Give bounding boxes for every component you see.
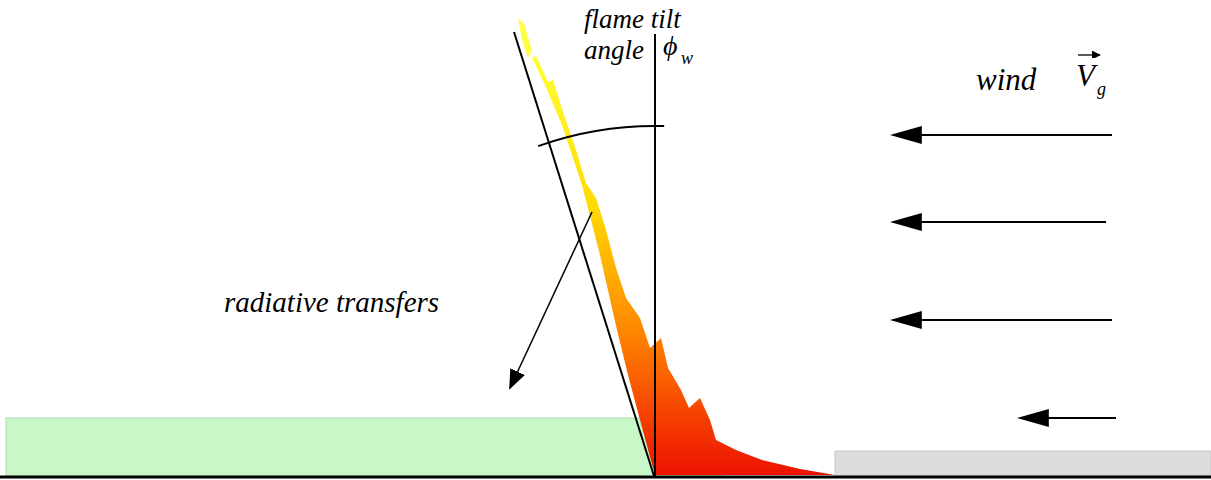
label-text: V	[1076, 58, 1095, 93]
label-text: wind	[976, 62, 1036, 97]
vector-subscript: g	[1097, 80, 1106, 98]
label-text: g	[1097, 79, 1106, 99]
wind-arrow	[893, 134, 1112, 136]
label-text: ϕ	[663, 30, 678, 61]
flame	[532, 56, 835, 475]
angle-arc	[538, 126, 664, 146]
unburnt-fuel	[6, 418, 653, 476]
wind-arrow	[893, 319, 1112, 321]
label-text: radiative transfers	[224, 286, 439, 318]
label-text: w	[681, 48, 693, 68]
wind-arrow	[1020, 417, 1116, 419]
ground-line	[0, 476, 1211, 479]
wind-arrow	[893, 221, 1106, 223]
angle-symbol: ϕ	[663, 32, 678, 60]
vector-symbol: V	[1076, 60, 1095, 91]
radiation-label: radiative transfers	[224, 288, 439, 317]
flame-axis	[514, 32, 654, 476]
angle-subscript: w	[681, 49, 693, 67]
vertical-line	[654, 8, 656, 476]
radiation-arrow	[510, 212, 592, 388]
vector-arrow	[1078, 54, 1100, 55]
burnt-fuel	[835, 451, 1211, 476]
wind-label: wind	[976, 64, 1036, 95]
